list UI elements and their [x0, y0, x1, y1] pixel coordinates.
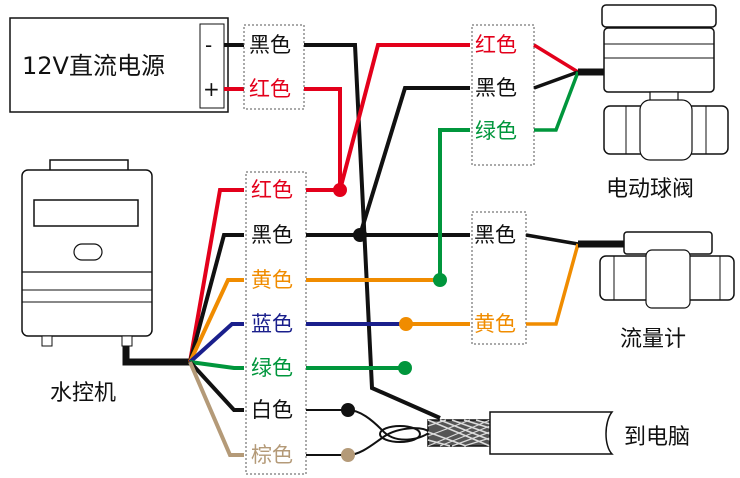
flowmeter-terminal-black: 黑色 [474, 223, 516, 247]
power-supply-box [9, 17, 229, 113]
red-junction-dot [333, 183, 347, 197]
white-end-dot [341, 403, 355, 417]
valve-label-box [471, 24, 535, 166]
controller-terminal-red: 红色 [251, 178, 293, 202]
black-junction-dot [353, 228, 367, 242]
psu-terminal-red: 红色 [249, 77, 291, 101]
power-supply: - + 12V直流电源 [9, 17, 229, 113]
controller-terminal-black: 黑色 [251, 223, 293, 247]
flowmeter-terminal-yellow: 黄色 [474, 312, 516, 336]
valve-terminal-red: 红色 [475, 33, 517, 57]
yellow-junction-dot [399, 317, 413, 331]
flowmeter-label: 流量计 [620, 327, 686, 352]
computer-label: 到电脑 [624, 425, 690, 450]
green-end-dot [398, 361, 412, 375]
valve-terminal-black: 黑色 [475, 76, 517, 100]
controller-terminal-green: 绿色 [251, 356, 293, 380]
psu-minus-sign: - [205, 33, 212, 57]
controller-terminal-blue: 蓝色 [251, 312, 293, 336]
controller-display [33, 199, 139, 227]
flowmeter: 流量计 [599, 231, 735, 352]
brown-end-dot [341, 448, 355, 462]
controller-terminal-yellow: 黄色 [251, 268, 293, 292]
controller-label: 水控机 [50, 381, 116, 406]
flowmeter-label-box [471, 211, 527, 345]
valve-label: 电动球阀 [606, 177, 694, 202]
electric-ball-valve: 电动球阀 [601, 4, 729, 202]
psu-label-box [243, 24, 305, 110]
controller-card-slot [73, 243, 103, 261]
green-junction-dot [433, 273, 447, 287]
power-terminal-block [199, 23, 225, 109]
controller-label-box [245, 171, 307, 475]
psu-terminal-black: 黑色 [249, 33, 291, 57]
controller-terminal-white: 白色 [251, 398, 293, 422]
controller-cable [122, 346, 190, 366]
computer-cable: 到电脑 [427, 411, 690, 455]
valve-terminal-green: 绿色 [475, 119, 517, 143]
controller-terminal-brown: 棕色 [251, 443, 293, 467]
water-controller: 水控机 [21, 159, 153, 406]
main-wiring [304, 43, 470, 456]
controller-fanout [188, 188, 244, 457]
psu-plus-sign: + [203, 77, 220, 101]
power-supply-label: 12V直流电源 [22, 52, 165, 80]
